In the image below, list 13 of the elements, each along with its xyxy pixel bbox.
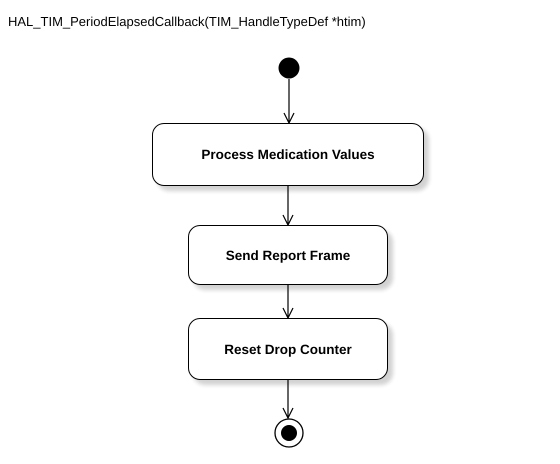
action-label: Process Medication Values (201, 147, 375, 162)
arrow (282, 380, 294, 419)
action-box (188, 225, 388, 285)
arrow (283, 79, 295, 124)
diagram-title: HAL_TIM_PeriodElapsedCallback(TIM_HandleTypeDef *htim) (8, 14, 367, 29)
initial-node (278, 58, 300, 78)
final-node (274, 418, 304, 448)
action-label: Send Report Frame (226, 248, 350, 262)
arrow (282, 285, 294, 319)
action-box (188, 318, 388, 380)
arrow (282, 186, 294, 226)
action-label: Reset Drop Counter (224, 342, 352, 356)
action-box (152, 123, 424, 186)
